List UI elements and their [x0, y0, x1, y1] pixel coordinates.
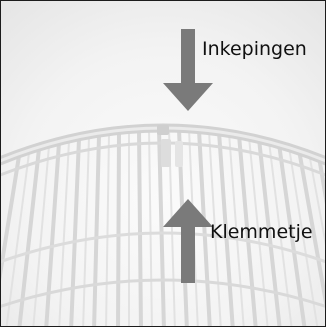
label-notches: Inkepingen — [202, 38, 307, 60]
arrow-up-icon — [163, 199, 213, 283]
grille-notch-detail — [157, 125, 183, 167]
arrow-down-icon — [163, 29, 213, 111]
label-clip: Klemmetje — [210, 221, 313, 243]
